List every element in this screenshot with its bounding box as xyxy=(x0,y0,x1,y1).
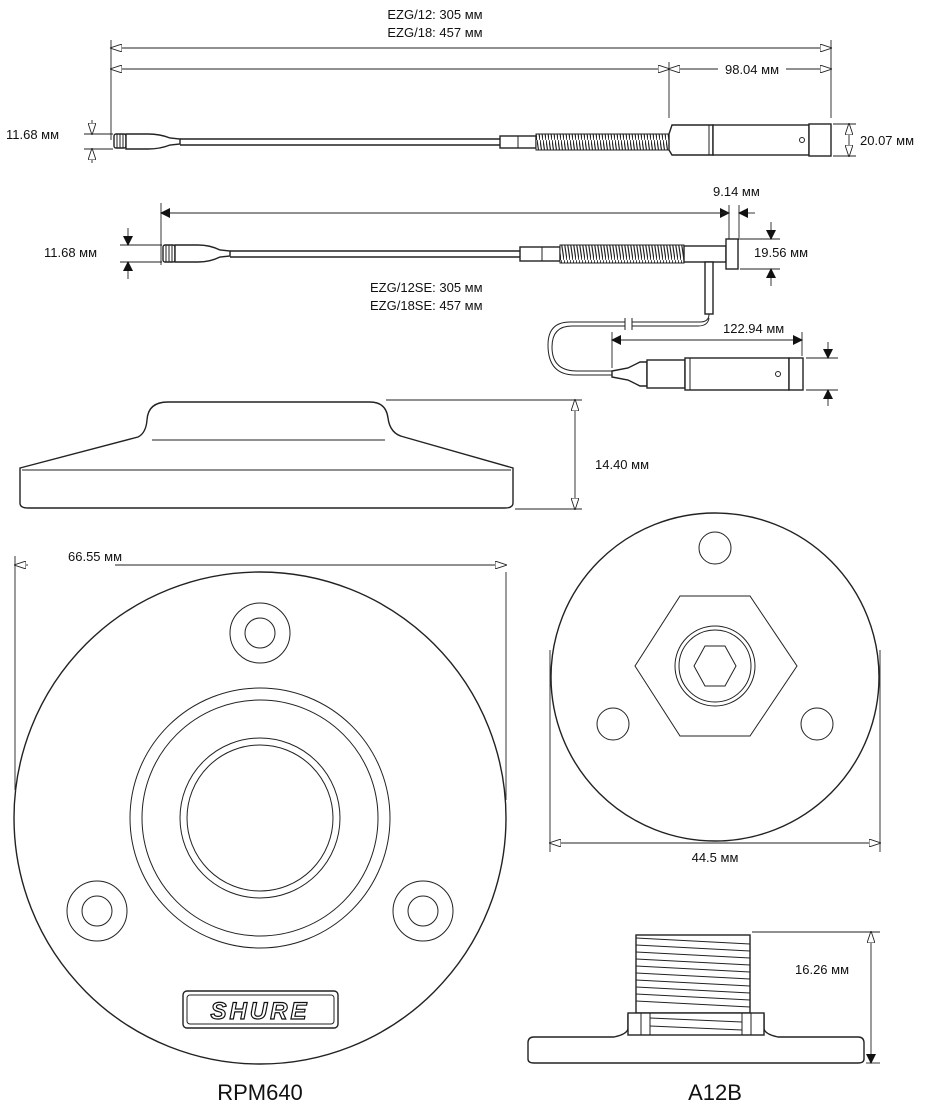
flex-coil xyxy=(535,133,670,151)
rpm640-height-label: 14.40 мм xyxy=(595,457,649,472)
a12b-screw-hole-top xyxy=(698,531,732,565)
se-mic-head xyxy=(174,244,231,263)
rpm640-title: RPM640 xyxy=(217,1080,303,1105)
se-cable xyxy=(547,321,625,376)
rpm640-profile-outline xyxy=(19,401,514,509)
a12b-top-view: 44.5 мм xyxy=(550,512,880,865)
a12b-bore-outer xyxy=(674,625,756,707)
gooseneck-length-label-1: EZG/12: 305 мм xyxy=(387,7,482,22)
rpm640-top-view: 66.55 мм SHURE RPM640 xyxy=(13,549,507,1105)
rpm640-screw-hole-left xyxy=(66,880,128,942)
se-connector-length-label: 122.94 мм xyxy=(723,321,784,336)
a12b-screw-hole-left xyxy=(596,707,630,741)
a12b-title: A12B xyxy=(688,1080,742,1105)
tip-diameter-label: 11.68 мм xyxy=(6,127,59,142)
se-flex-coil xyxy=(559,244,685,264)
se-tube-joint xyxy=(519,246,561,262)
a12b-side-view: 16.26 мм A12B xyxy=(527,932,880,1105)
a12b-flange xyxy=(527,1014,865,1064)
collar-width-label: 9.14 мм xyxy=(713,184,760,199)
a12b-diameter-label: 44.5 мм xyxy=(692,850,739,865)
a12b-base-disc xyxy=(550,512,880,842)
se-connector-neck xyxy=(646,359,686,389)
rpm640-screw-hole-top xyxy=(229,602,291,664)
connector-body xyxy=(712,124,810,156)
se-length-label-1: EZG/12SE: 305 мм xyxy=(370,280,483,295)
mic-head xyxy=(125,133,181,150)
connector-end xyxy=(808,123,832,157)
gooseneck-length-label-2: EZG/18: 457 мм xyxy=(387,25,482,40)
se-connector-taper xyxy=(611,361,648,387)
se-base-block xyxy=(683,245,727,263)
se-cable-stem xyxy=(704,261,714,315)
rpm640-side-view: 14.40 мм xyxy=(19,400,649,509)
se-tip-diameter-label: 11.68 мм xyxy=(44,245,97,260)
rpm640-diameter-label: 66.55 мм xyxy=(68,549,122,564)
connector-length-label: 98.04 мм xyxy=(725,62,779,77)
connector-taper xyxy=(668,124,714,156)
shure-logo: SHURE xyxy=(210,998,309,1025)
gooseneck-standard: EZG/12: 305 мм EZG/18: 457 мм 98.04 мм 1… xyxy=(6,7,914,163)
a12b-screw-hole-right xyxy=(800,707,834,741)
rpm640-outer-ring xyxy=(129,687,391,949)
a12b-hex-nut xyxy=(634,595,798,737)
se-connector-end xyxy=(788,357,804,391)
connector-diameter-label: 20.07 мм xyxy=(860,133,914,148)
rpm640-screw-hole-right xyxy=(392,880,454,942)
rpm640-base-disc xyxy=(13,571,507,1065)
rpm640-socket-outer xyxy=(179,737,341,899)
rpm640-socket-inner xyxy=(186,744,334,892)
rpm640-inner-ring xyxy=(141,699,379,937)
shure-logo-badge xyxy=(182,990,339,1029)
a12b-hex-collar xyxy=(627,1012,765,1036)
se-length-label-2: EZG/18SE: 457 мм xyxy=(370,298,483,313)
gooseneck-se: 9.14 мм 122.94 мм xyxy=(44,184,838,406)
a12b-hex-socket xyxy=(693,645,737,687)
collar-diameter-label: 19.56 мм xyxy=(754,245,808,260)
se-connector-body xyxy=(684,357,790,391)
a12b-height-label: 16.26 мм xyxy=(795,962,849,977)
